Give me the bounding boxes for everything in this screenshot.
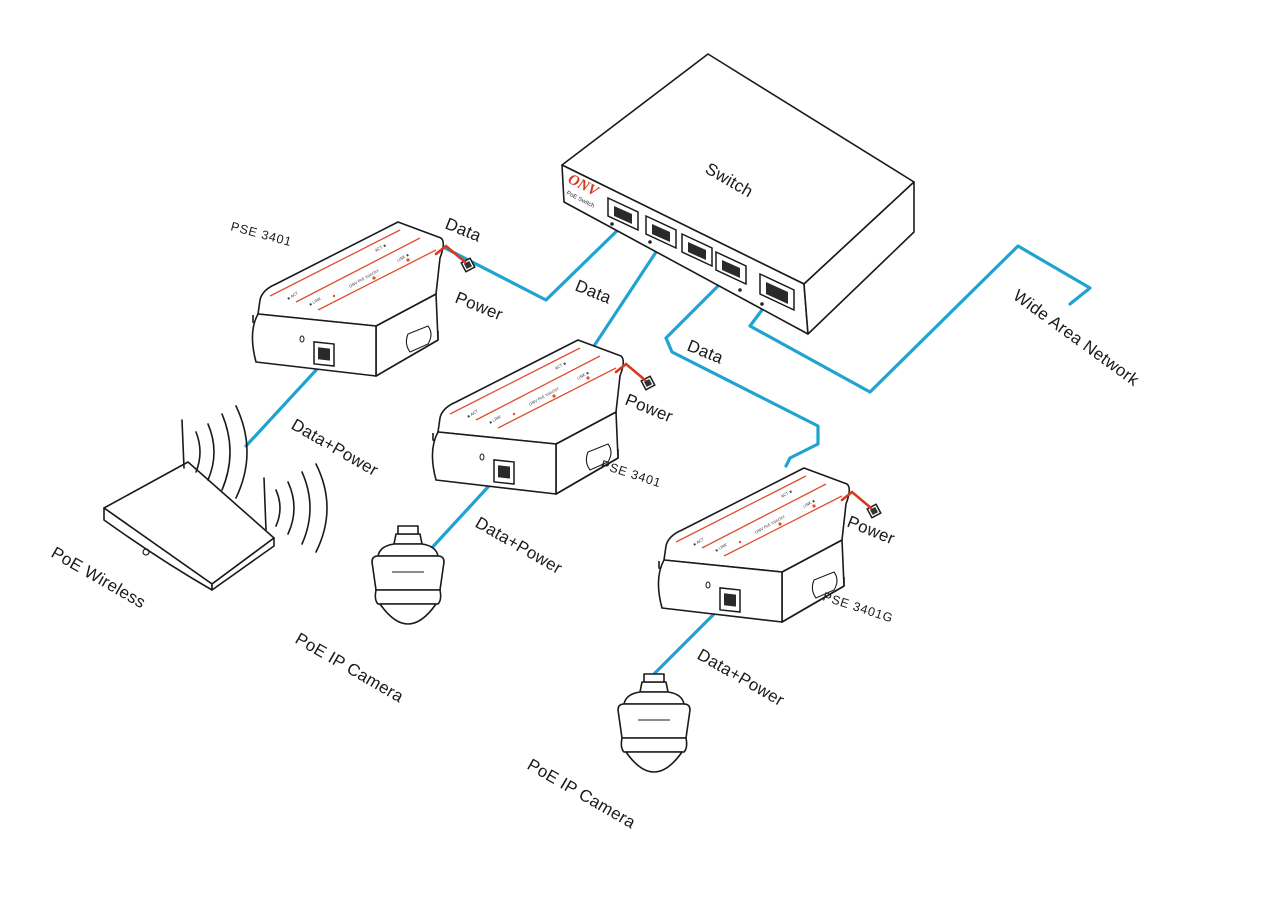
ptz-camera-2 <box>617 673 691 773</box>
switch-port-4 <box>715 250 747 286</box>
switch-port-1 <box>607 196 639 232</box>
label-wan: Wide Area Network <box>1010 286 1143 390</box>
switch-port-2 <box>645 214 677 250</box>
wan-cable <box>748 244 1092 394</box>
label-data-power-2: Data+Power <box>472 513 566 578</box>
wireless-router <box>103 405 328 591</box>
poe-switch: Switch ONV PoE Switch <box>561 53 915 335</box>
switch-port-uplink <box>759 272 795 312</box>
label-power-1: Power <box>453 288 506 324</box>
label-data-power-3: Data+Power <box>694 645 788 710</box>
label-power-2: Power <box>623 390 676 426</box>
injector-2-model: PSE 3401 <box>599 458 663 491</box>
data-power-cable-wireless <box>244 366 320 448</box>
switch-port-3 <box>681 232 713 268</box>
injector-3-model: PSE 3401G <box>821 590 895 626</box>
wifi-waves-icon <box>195 405 328 553</box>
label-poe-camera-2: PoE IP Camera <box>524 755 639 832</box>
label-data-power-1: Data+Power <box>288 415 382 480</box>
injector-1-model: PSE 3401 <box>229 219 293 249</box>
label-poe-wireless: PoE Wireless <box>48 543 149 612</box>
label-data-2: Data <box>573 276 615 308</box>
label-poe-camera-1: PoE IP Camera <box>292 629 407 706</box>
ptz-camera-1 <box>371 525 445 625</box>
label-data-1: Data <box>443 214 485 246</box>
data-cable-inj3 <box>664 280 820 468</box>
data-power-cable-camera1 <box>426 472 502 554</box>
